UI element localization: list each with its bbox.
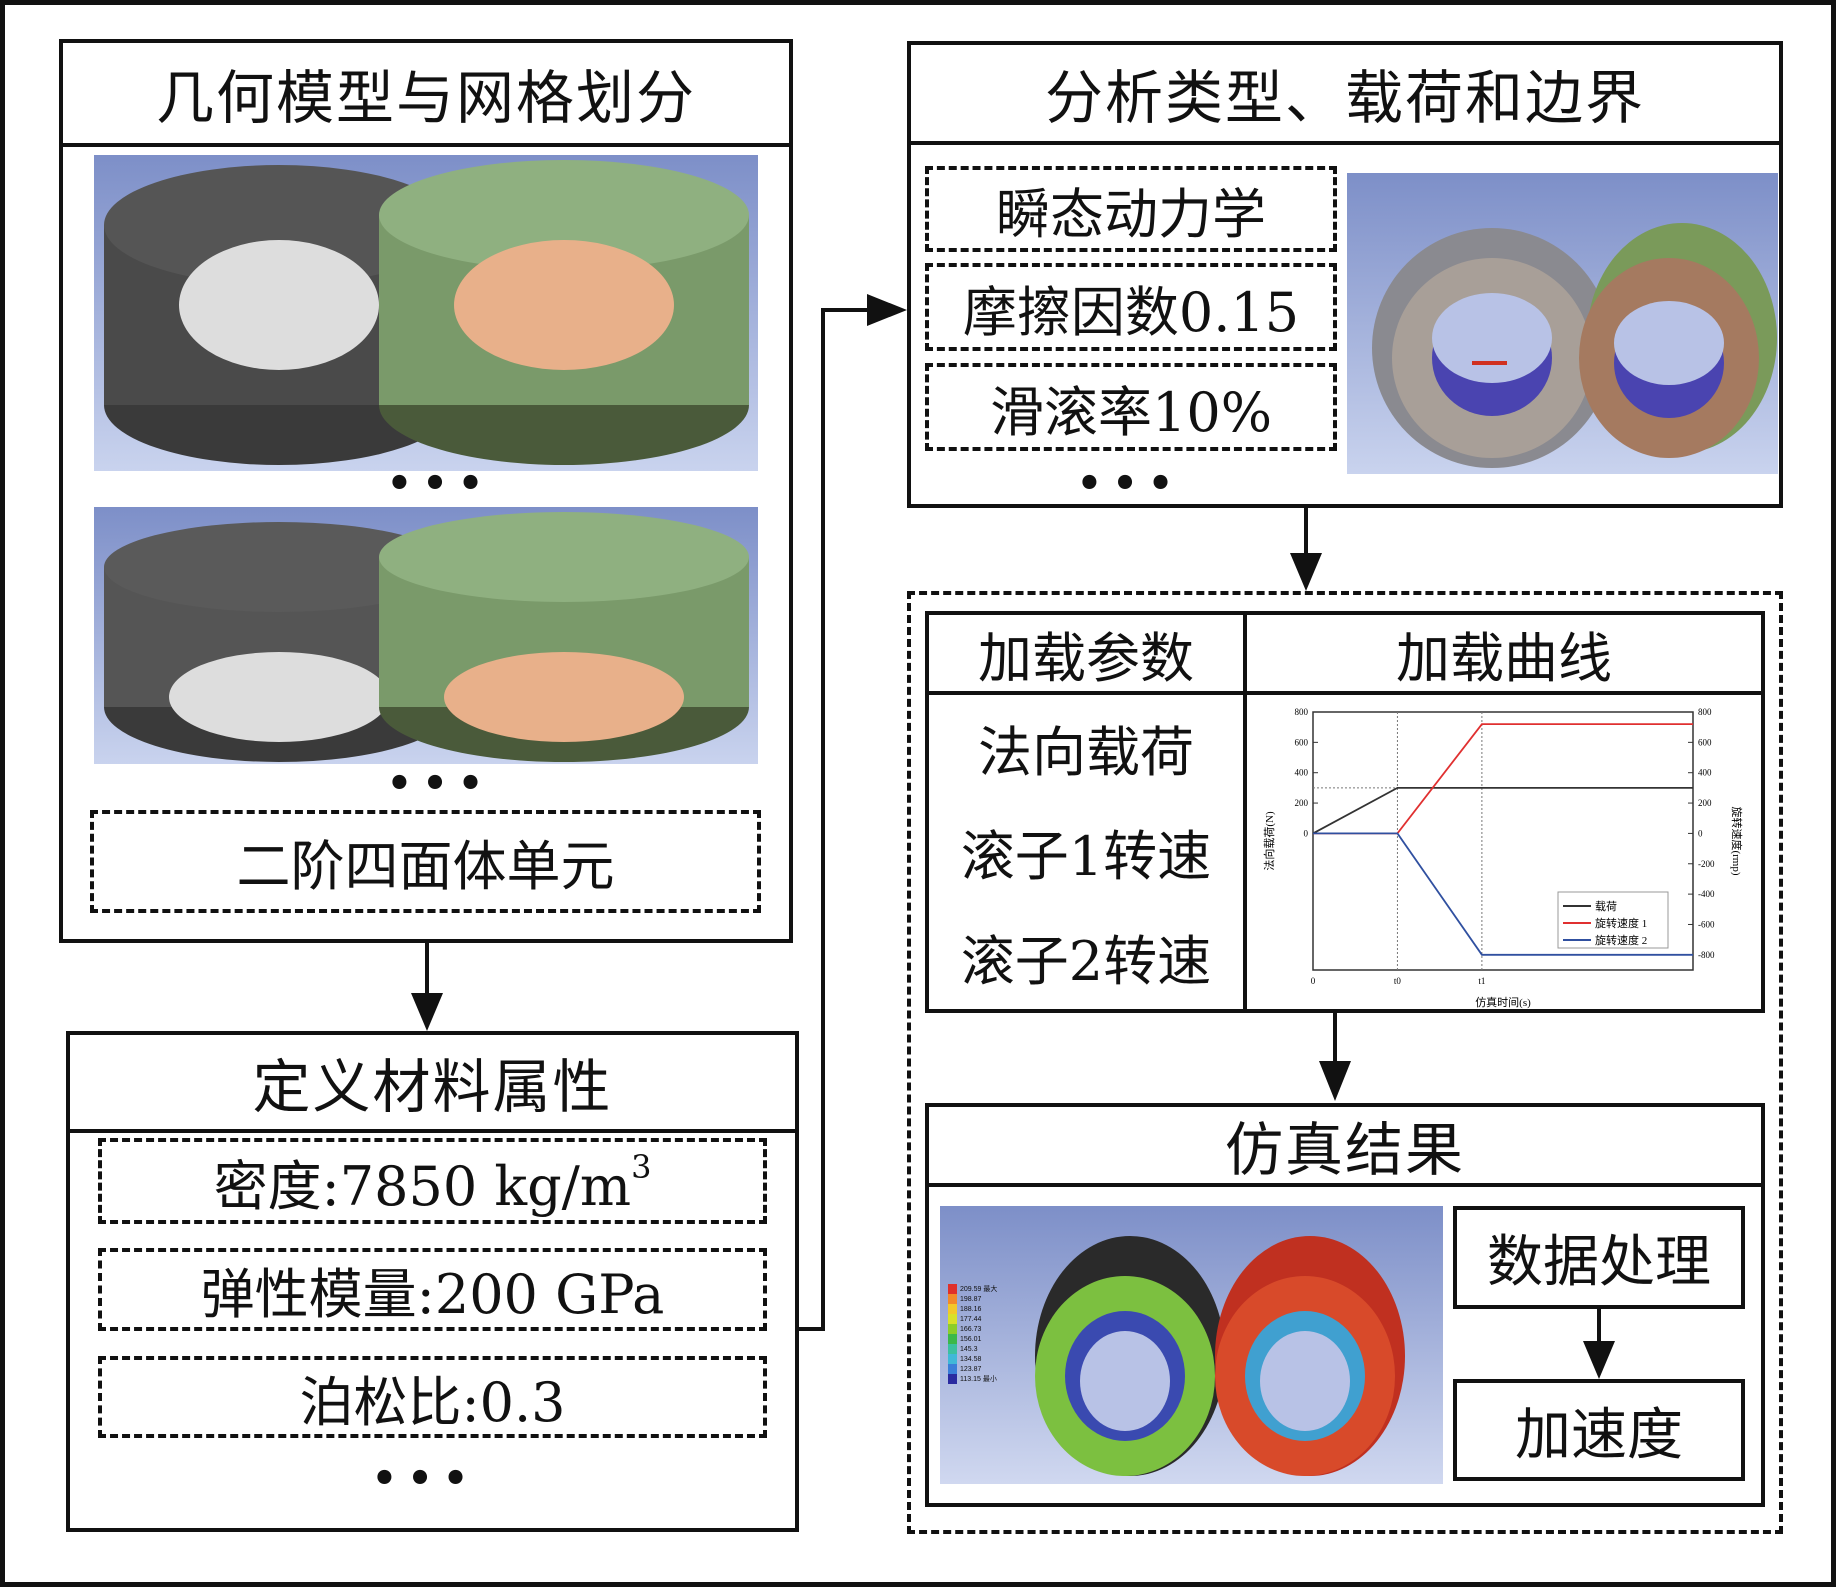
arrow-down xyxy=(1583,1309,1615,1379)
density-text: 密度:7850 kg/m xyxy=(213,1154,632,1218)
y-tick-label: 400 xyxy=(1295,768,1309,778)
param-normal-load: 法向载荷 xyxy=(978,720,1194,784)
data-processing-box: 数据处理 xyxy=(1453,1206,1745,1309)
y2-tick-label: 400 xyxy=(1698,768,1712,778)
analysis-title: 分析类型、载荷和边界 xyxy=(911,45,1779,145)
legend-entry: 198.87 xyxy=(948,1294,997,1304)
series-line xyxy=(1313,832,1693,956)
y-tick-label: 200 xyxy=(1295,798,1309,808)
legend-entry: 156.01 xyxy=(948,1334,997,1344)
loading-curve-header: 加载曲线 xyxy=(1247,615,1761,695)
legend-entry: 188.16 xyxy=(948,1304,997,1314)
ellipsis: ••• xyxy=(371,1455,479,1502)
geometry-title: 几何模型与网格划分 xyxy=(63,43,789,147)
series-line xyxy=(1312,786,1693,835)
slip-ratio-box: 滑滚率10% xyxy=(925,363,1337,451)
friction-box: 摩擦因数0.15 xyxy=(925,263,1337,351)
loading-curve-chart: 0 200 400 600 800 -800 -600 -400 -200 0 200 400 600 8… xyxy=(1262,707,1744,1009)
series-line xyxy=(1313,723,1693,835)
y2-tick-label: -200 xyxy=(1698,859,1715,869)
modulus-box: 弹性模量:200 GPa xyxy=(98,1248,767,1331)
loading-results-group xyxy=(907,591,1783,1534)
y2-tick-label: -800 xyxy=(1698,950,1715,960)
legend-entry: 123.87 xyxy=(948,1364,997,1374)
x-axis-label: 仿真时间(s) xyxy=(1475,995,1531,1009)
connector-arrow xyxy=(799,294,907,1331)
ellipsis: ••• xyxy=(386,760,494,807)
material-panel: 定义材料属性 xyxy=(66,1031,799,1532)
legend-entry: 134.58 xyxy=(948,1354,997,1364)
ellipsis: ••• xyxy=(386,460,494,507)
poisson-box: 泊松比:0.3 xyxy=(98,1356,767,1438)
y2-tick-label: 0 xyxy=(1698,828,1703,838)
legend-box xyxy=(1557,891,1669,949)
legend-entry: 177.44 xyxy=(948,1314,997,1324)
y2-tick-label: -400 xyxy=(1698,889,1715,899)
results-title: 仿真结果 xyxy=(929,1107,1761,1187)
y-tick-label: 0 xyxy=(1304,828,1309,838)
density-superscript: 3 xyxy=(631,1148,652,1186)
y2-tick-label: 600 xyxy=(1698,737,1712,747)
y2-axis-label: 旋转速度(rmp) xyxy=(1730,806,1744,875)
y-axis-label: 法向载荷(N) xyxy=(1262,811,1276,871)
arrow-down xyxy=(411,943,443,1031)
y2-tick-label: 800 xyxy=(1698,707,1712,717)
x-tick-label: 0 xyxy=(1311,976,1316,986)
acceleration-box: 加速度 xyxy=(1453,1379,1745,1481)
y-tick-label: 800 xyxy=(1295,707,1309,717)
legend-label: 载荷 xyxy=(1595,900,1617,913)
boundary-conditions-image xyxy=(1347,173,1778,474)
legend-entry: 209.59 最大 xyxy=(948,1284,997,1294)
x-tick-label: t0 xyxy=(1394,976,1402,986)
y-tick-label: 600 xyxy=(1295,737,1309,747)
mesh-model-image-1 xyxy=(94,155,758,471)
ellipsis: ••• xyxy=(1076,460,1184,507)
legend-label: 旋转速度 1 xyxy=(1595,916,1647,930)
analysis-type-box: 瞬态动力学 xyxy=(925,166,1337,252)
legend-label: 旋转速度 2 xyxy=(1595,933,1647,947)
arrow-down xyxy=(1319,1013,1351,1101)
y2-tick-label: -600 xyxy=(1698,919,1715,929)
element-type-box: 二阶四面体单元 xyxy=(90,810,761,913)
legend-entry: 166.73 xyxy=(948,1324,997,1334)
params-column: 法向载荷 滚子1转速 滚子2转速 xyxy=(929,695,1247,1009)
legend-entry: 145.3 xyxy=(948,1344,997,1354)
mesh-model-image-2 xyxy=(94,507,758,764)
x-tick-label: t1 xyxy=(1478,976,1485,986)
param-roller2-speed: 滚子2转速 xyxy=(960,930,1212,994)
arrow-down xyxy=(1290,508,1322,591)
loading-params-header: 加载参数 xyxy=(929,615,1247,695)
param-roller1-speed: 滚子1转速 xyxy=(960,825,1212,889)
material-title: 定义材料属性 xyxy=(70,1035,795,1133)
plot-frame xyxy=(1312,711,1694,971)
y2-tick-label: 200 xyxy=(1698,798,1712,808)
legend-entry: 113.15 最小 xyxy=(948,1374,997,1384)
